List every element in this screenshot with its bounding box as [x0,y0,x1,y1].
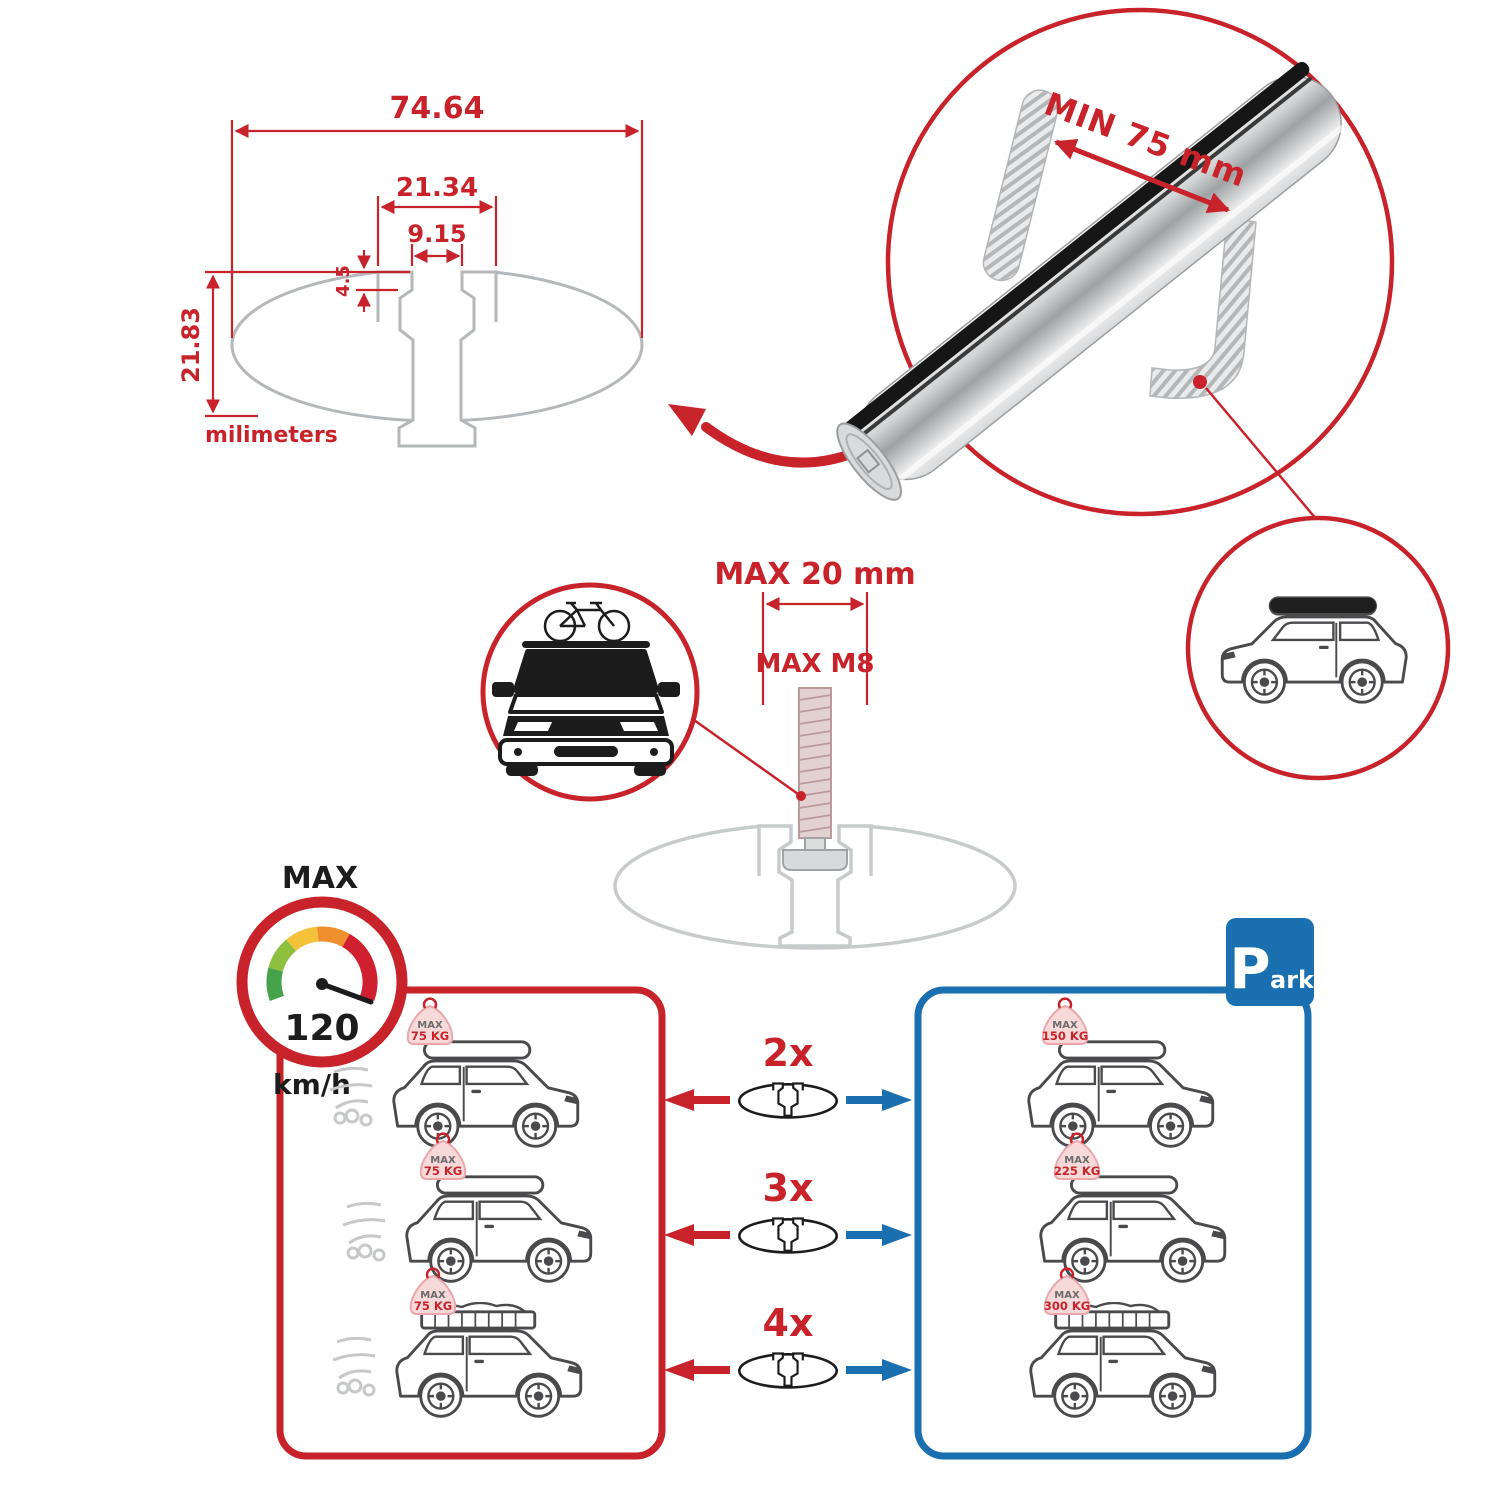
dimension-slot-opening: 9.15 [407,220,467,266]
parking-sign: P ark [1226,918,1315,1006]
dim-lip-depth-value: 4.5 [333,265,354,297]
load-badge-moving-row1: MAX 75 KG [406,997,454,1045]
badge-max: MAX [417,1020,443,1031]
arrow-left-red [664,1224,694,1246]
arrow-left-red [664,1089,694,1111]
dimension-total-width: 74.64 [230,91,644,338]
parking-sign-letter: P [1229,937,1270,1002]
badge-value: 75 KG [414,1299,452,1313]
load-badge-moving-row2: MAX 75 KG [419,1132,467,1180]
multiplier-label: 3x [763,1166,814,1210]
badge-max: MAX [1054,1290,1080,1301]
suv-with-roofbox-icon [1222,598,1406,702]
rail-anchor-dot [1193,375,1207,389]
dimension-slot-outer: 21.34 [376,173,498,266]
badge-max: MAX [420,1290,446,1301]
roof-rail-left [982,89,1059,282]
arrow-right-blue [882,1224,912,1246]
arrow-right-blue [882,1089,912,1111]
car-front-with-bike-icon [492,601,680,776]
badge-value: 300 KG [1044,1299,1090,1313]
gauge-arcs [266,926,378,1001]
dim-total-height-value: 21.83 [177,307,205,383]
bolt-max-thread-label: MAX M8 [755,649,874,679]
comparison-row-3: 4x [664,1301,912,1389]
profile-dimension-diagram: 74.64 21.34 9.15 4.5 21.83 [177,91,861,468]
dim-slot-opening-value: 9.15 [407,220,466,248]
gauge-pivot [316,978,328,990]
badge-max: MAX [1052,1020,1078,1031]
parking-sign-suffix: ark [1270,966,1315,994]
badge-value: 225 KG [1054,1164,1100,1178]
badge-value: 150 KG [1042,1029,1088,1043]
multiplier-label: 4x [763,1301,814,1345]
dim-total-width-value: 74.64 [390,91,485,126]
dimension-total-height: 21.83 [177,270,410,418]
load-badge-moving-row3: MAX 75 KG [409,1267,457,1315]
min-span-arrow [1053,139,1231,213]
load-badge-parked-row1: MAX 150 KG [1042,997,1088,1045]
speed-gauge: MAX 120 km/h [236,861,408,1101]
leader-line-to-bolt [693,718,799,796]
arrow-left-red [664,1359,694,1381]
crossbar-oval-icon [737,1217,839,1254]
badge-value: 75 KG [411,1029,449,1043]
load-badge-parked-row2: MAX 225 KG [1054,1132,1100,1180]
load-badge-parked-row3: MAX 300 KG [1044,1267,1090,1315]
gauge-max-label: MAX [282,861,358,896]
gauge-units: km/h [273,1068,351,1101]
badge-value: 75 KG [424,1164,462,1178]
arrow-right-blue [882,1359,912,1381]
dim-slot-outer-value: 21.34 [396,173,478,203]
magnifier-circle [885,7,1395,517]
bolt-max-length-label: MAX 20 mm [714,557,915,592]
t-bolt-icon [782,687,848,871]
roof-rail-right [1149,217,1257,400]
gauge-needle [319,981,374,1005]
comparison-row-1: 2x [664,1031,912,1119]
leader-line-to-vehicle [1205,387,1318,521]
badge-max: MAX [430,1155,456,1166]
units-label: milimeters [205,423,338,448]
pointer-arrow-to-diagram [668,404,861,468]
t-slot-channel-outline [376,270,498,448]
bolt-dimension-lines [761,592,869,705]
gauge-value: 120 [284,1008,359,1049]
bar-detail-view: MIN 75 mm [836,7,1451,781]
crossbar-oval-icon [737,1352,839,1389]
comparison-row-2: 3x [664,1166,912,1254]
multiplier-label: 2x [763,1031,814,1075]
bolt-diagram: MAX 20 mm MAX M8 [480,557,1017,950]
badge-max: MAX [1064,1155,1090,1166]
load-comparison: P ark MAX 120 km/h [236,861,1315,1460]
crossbar-oval-icon [737,1082,839,1119]
bolt-anchor-dot [796,791,806,801]
